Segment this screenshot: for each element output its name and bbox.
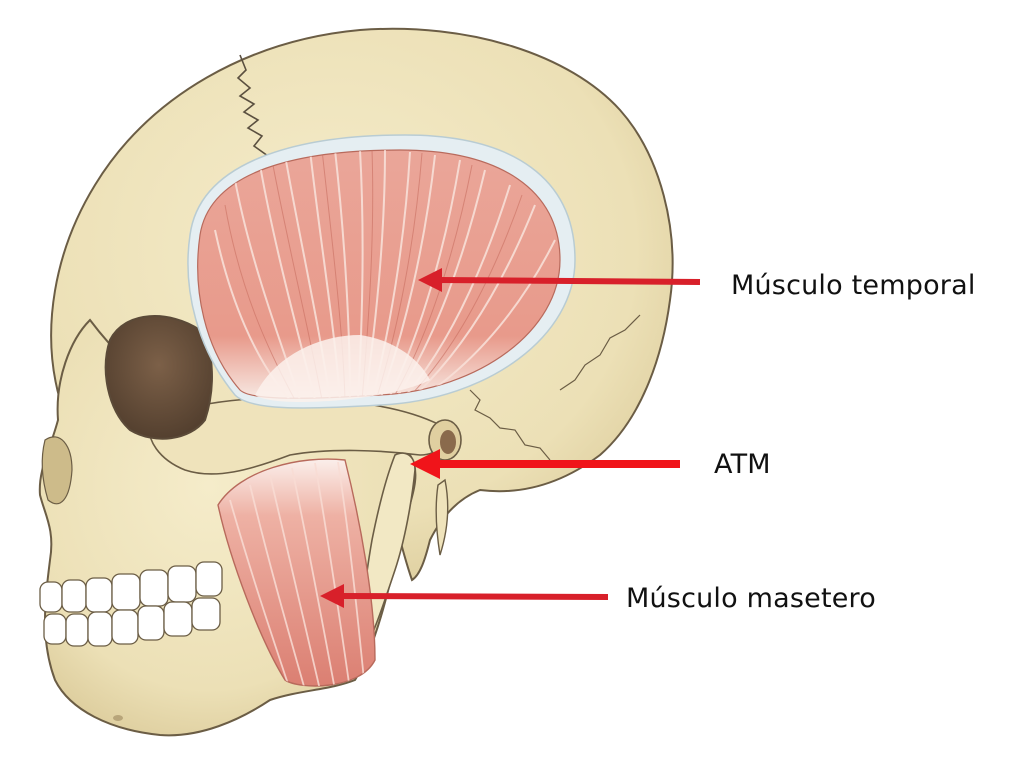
label-temporal-muscle: Músculo temporal xyxy=(731,270,976,301)
annotation-arrows xyxy=(320,268,701,608)
arrow-masseter xyxy=(320,584,609,608)
label-tmj: ATM xyxy=(714,449,771,480)
label-masseter-muscle: Músculo masetero xyxy=(626,583,876,614)
arrow-atm xyxy=(410,449,680,479)
arrow-temporal xyxy=(418,268,701,292)
masseter-muscle xyxy=(217,458,376,687)
orbit xyxy=(104,315,213,440)
temporal-muscle xyxy=(197,149,561,402)
teeth xyxy=(39,561,223,647)
